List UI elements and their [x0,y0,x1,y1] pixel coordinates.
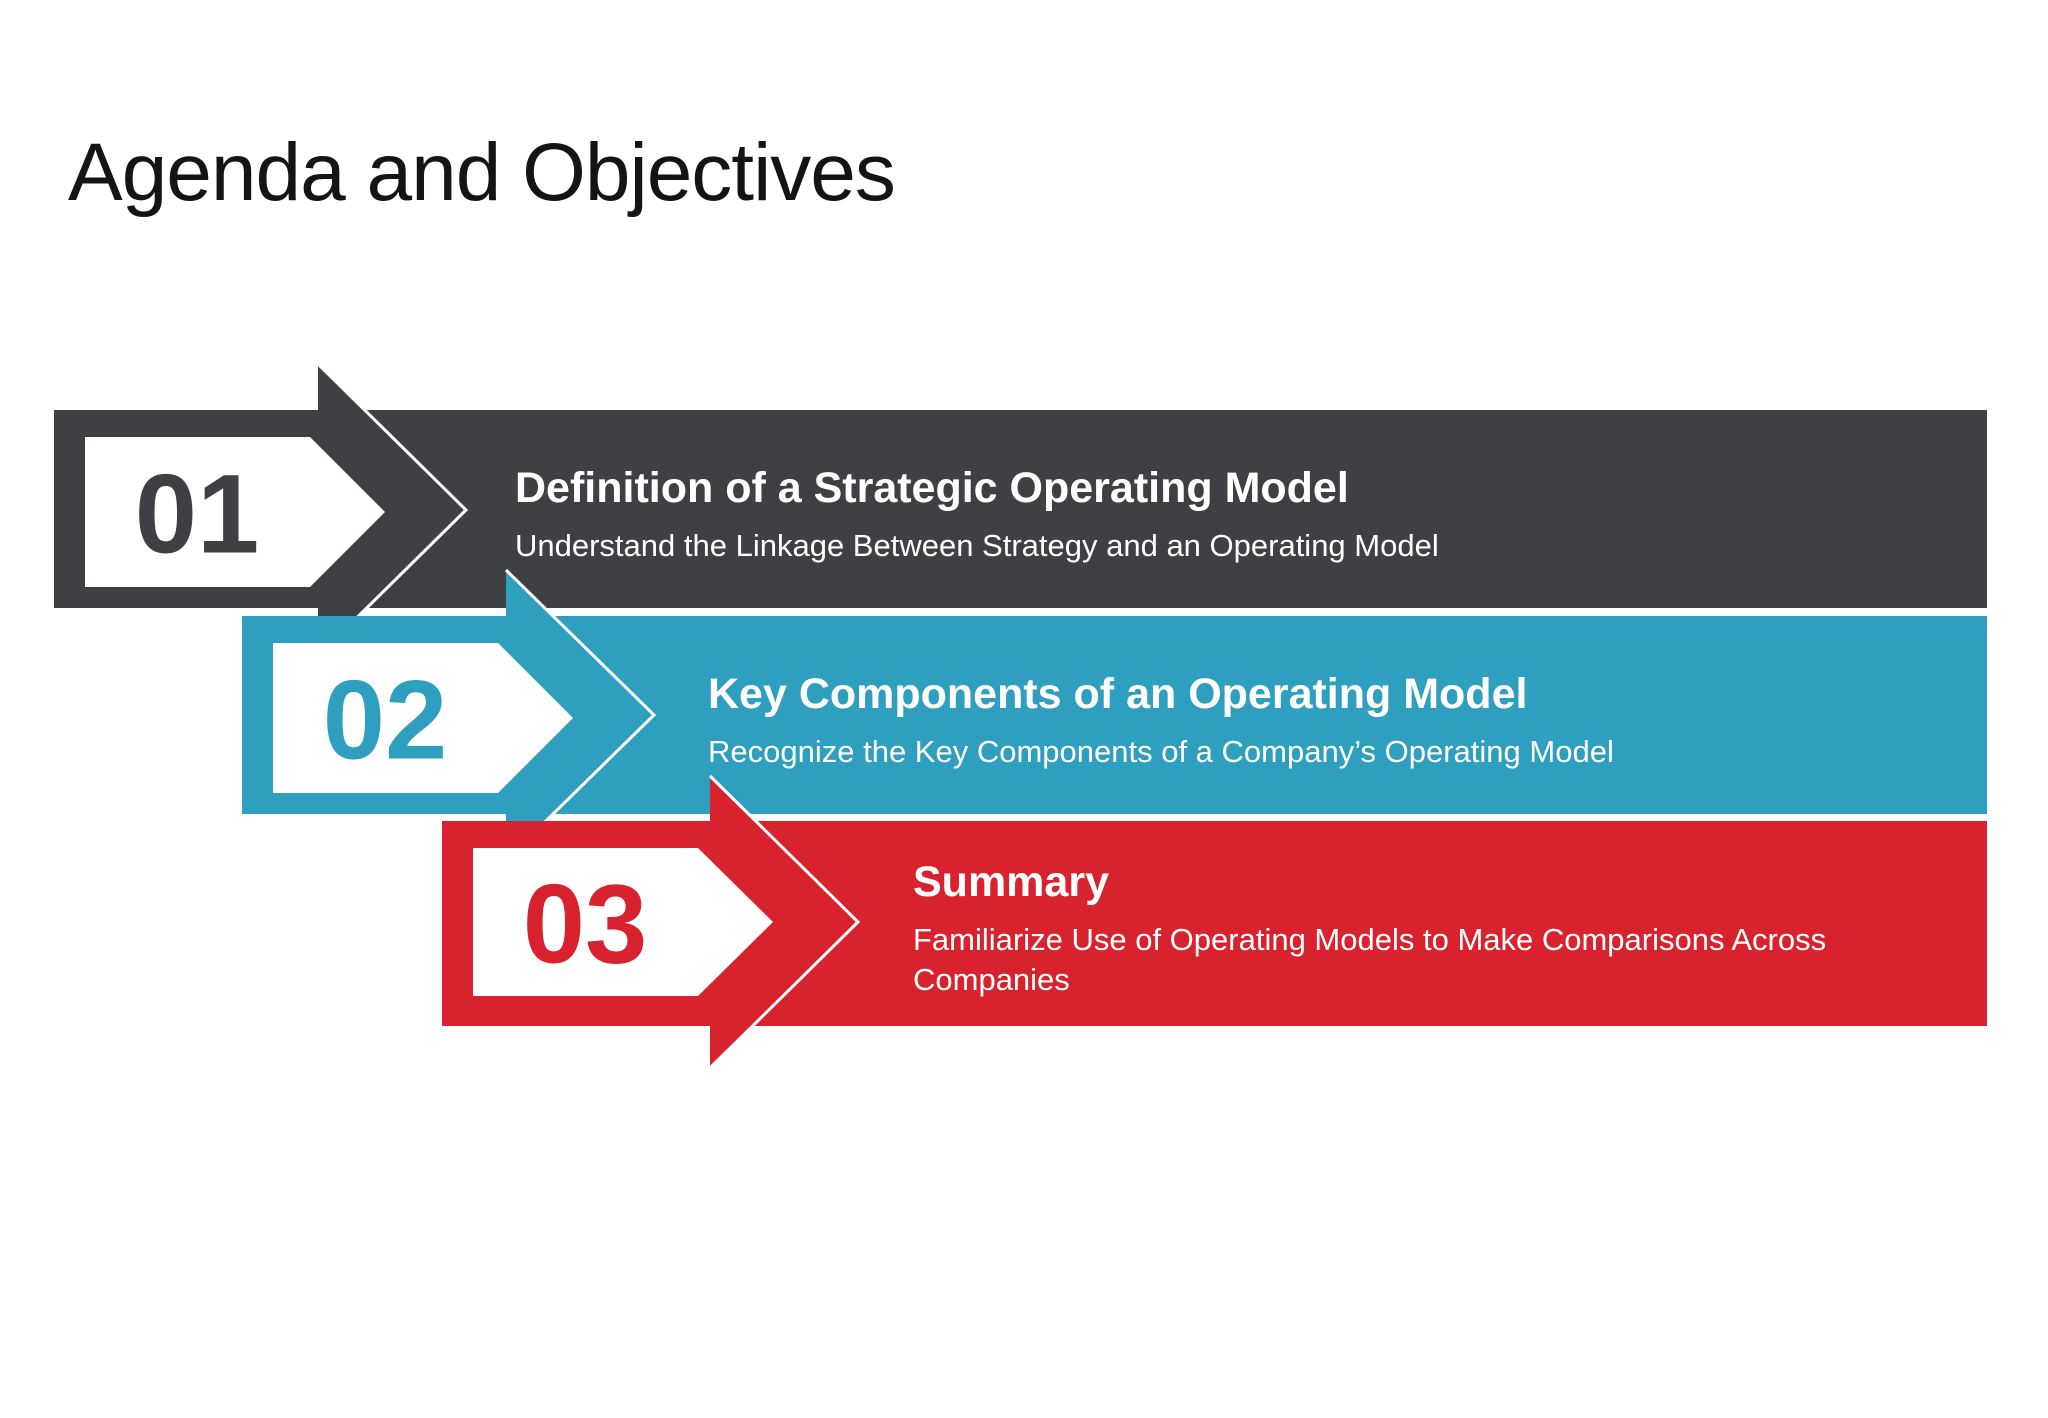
banner-1-subtitle: Understand the Linkage Between Strategy … [515,527,1439,563]
banner-3-group: 03 [442,774,1987,1070]
banner-1-number: 01 [135,452,260,577]
banner-1-title: Definition of a Strategic Operating Mode… [515,464,1349,513]
banner-1-text-block: Definition of a Strategic Operating Mode… [515,416,1935,614]
banner-2-title: Key Components of an Operating Model [708,670,1528,719]
banner-3-text-block: Summary Familiarize Use of Operating Mod… [913,827,1913,1032]
banner-1-arrowhead [316,362,469,658]
banner-2-text-block: Key Components of an Operating Model Rec… [708,622,1958,820]
banner-3-number: 03 [523,862,648,987]
page-title: Agenda and Objectives [68,127,896,218]
banner-3-number-badge [473,848,773,996]
banner-1-number-badge [85,437,385,587]
banner-2-group: 02 [242,568,1987,862]
banner-2-number-badge [273,643,573,793]
banner-2-subtitle: Recognize the Key Components of a Compan… [708,733,1614,769]
banner-3-arrowhead [708,774,861,1070]
banner-2-arrowhead [504,568,657,862]
banner-3-title: Summary [913,858,1109,907]
banner-1-group: 01 [54,362,1987,658]
banner-2-number: 02 [323,658,448,783]
banner-3-subtitle: Familiarize Use of Operating Models to M… [913,921,1827,998]
